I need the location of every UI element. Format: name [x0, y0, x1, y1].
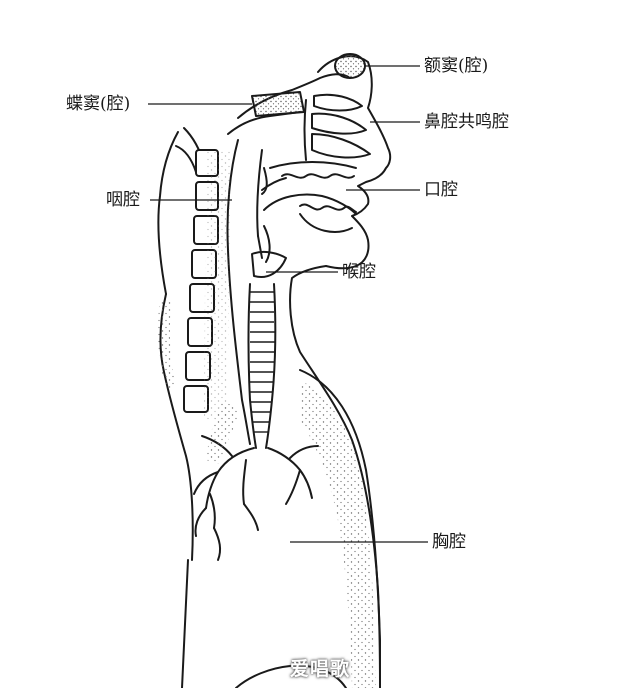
tongue: [263, 193, 357, 215]
label-nasal-cavity: 鼻腔共鸣腔: [424, 112, 509, 132]
pharynx-wall-back: [226, 139, 251, 445]
watermark: 爱唱歌: [290, 658, 351, 680]
larynx: [251, 250, 287, 278]
stippling: [158, 150, 376, 688]
label-sphenoid-sinus: 蝶窦(腔): [66, 94, 131, 114]
soft-palate: [261, 167, 268, 195]
hard-palate: [269, 161, 357, 169]
trachea-back: [247, 283, 257, 449]
label-frontal-sinus: 额窦(腔): [424, 56, 489, 76]
frontal-sinus: [334, 53, 366, 79]
bronchus-right: [267, 447, 313, 499]
label-larynx: 喉腔: [342, 262, 376, 282]
label-oral-cavity: 口腔: [424, 180, 458, 200]
trachea-front: [265, 283, 277, 449]
pharynx-wall-front: [256, 149, 263, 237]
label-pharynx: 咽腔: [106, 190, 140, 210]
epiglottis: [263, 225, 271, 263]
lower-teeth: [299, 203, 357, 213]
head-back: [157, 131, 179, 295]
thoracic-outline: [299, 369, 381, 689]
label-thoracic-cavity: 胸腔: [432, 532, 466, 552]
face-profile: [317, 55, 392, 270]
nasal-turbinates: [313, 93, 363, 112]
tracheal-rings: [250, 291, 275, 433]
sphenoid-sinus: [251, 91, 305, 117]
leader-lines: [148, 65, 428, 543]
upper-teeth: [281, 173, 355, 179]
